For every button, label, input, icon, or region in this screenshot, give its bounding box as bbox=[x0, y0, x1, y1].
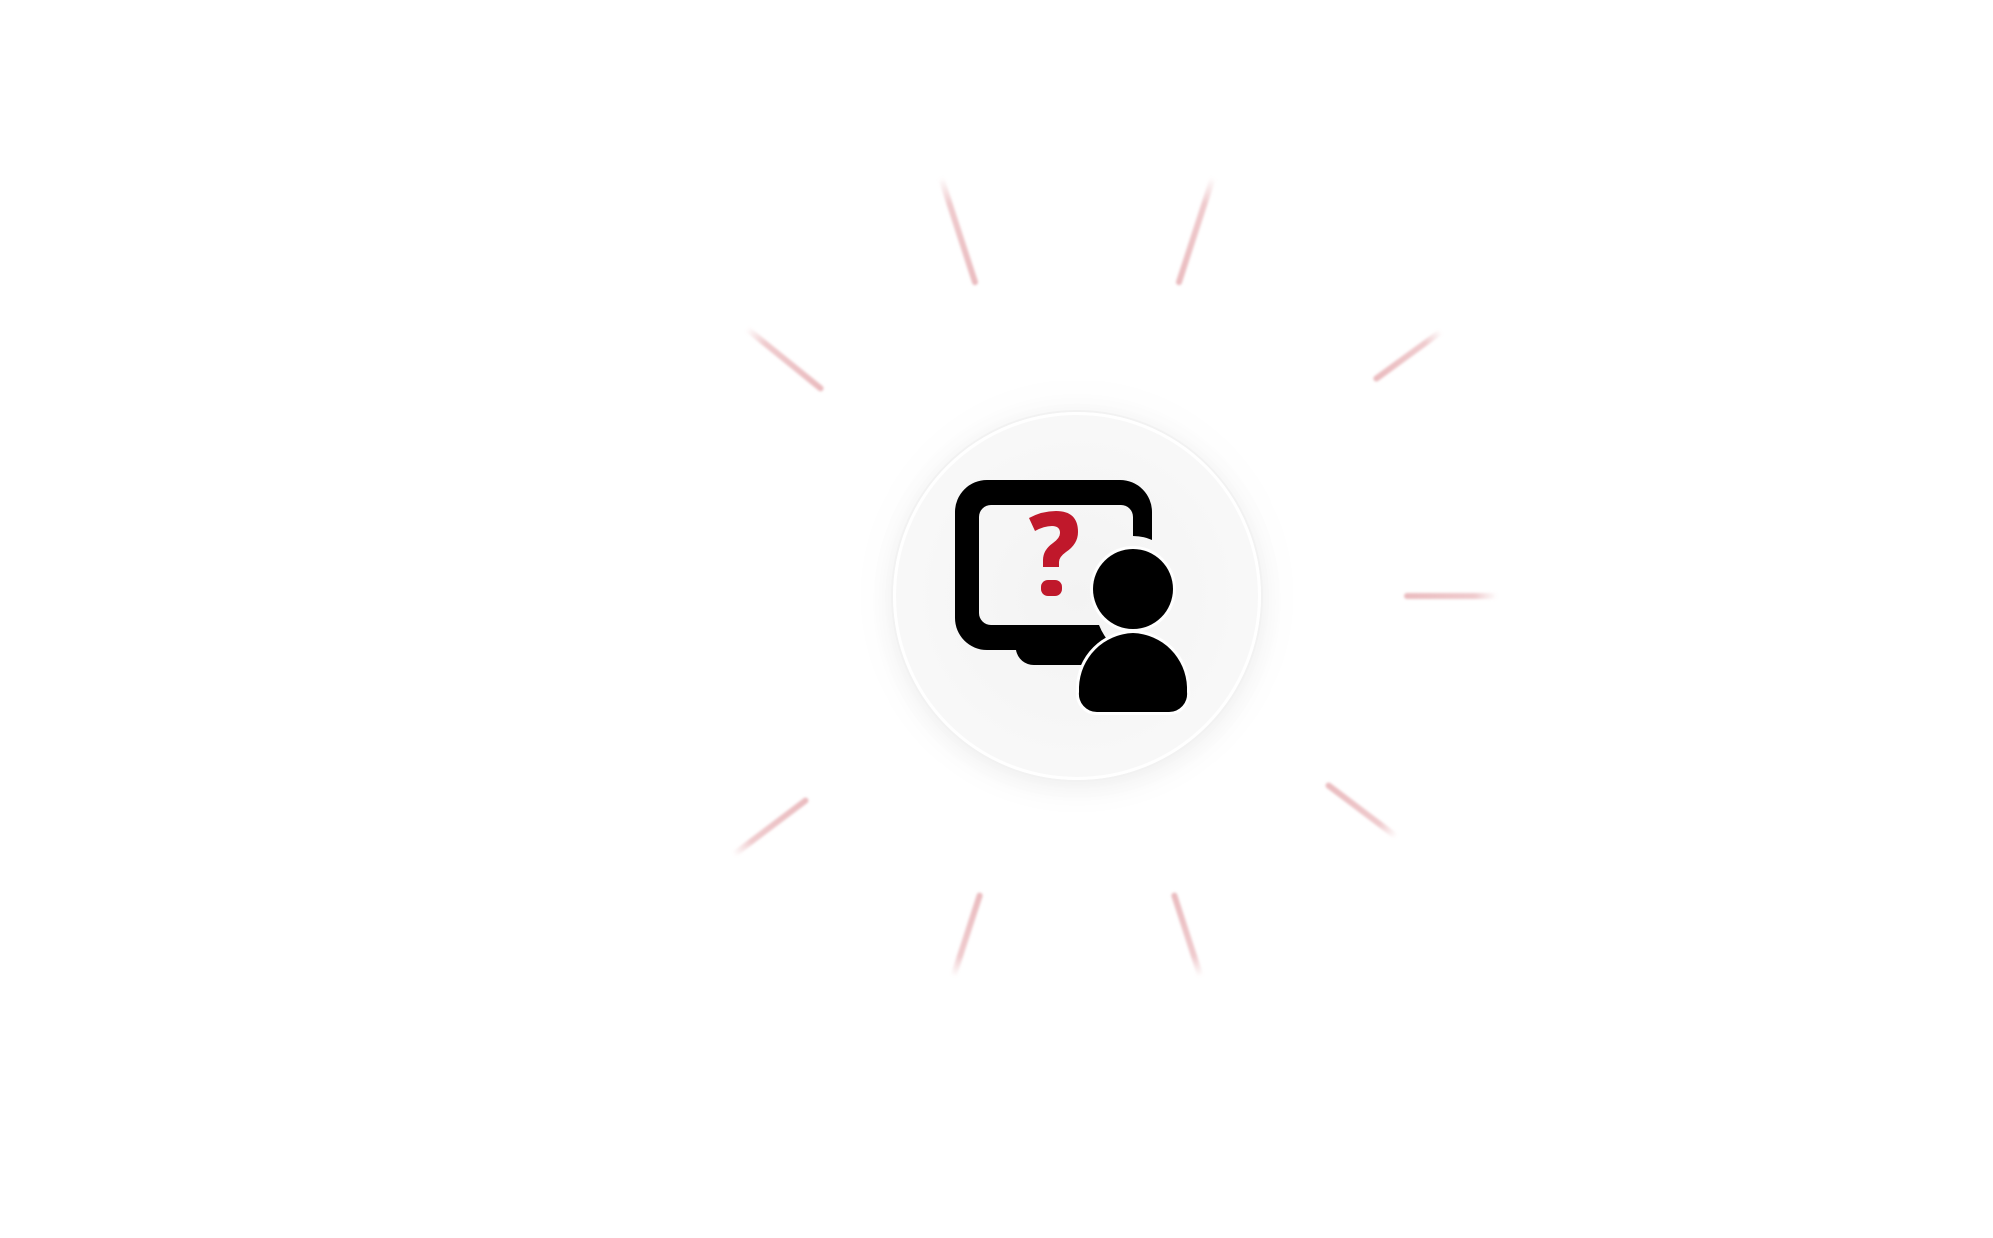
decorative-ray bbox=[1175, 174, 1216, 286]
decorative-ray bbox=[1171, 892, 1204, 980]
decorative-ray bbox=[743, 325, 824, 392]
icon-badge-circle bbox=[893, 412, 1261, 780]
decorative-ray bbox=[938, 174, 979, 286]
decorative-ray bbox=[1325, 782, 1400, 840]
question-mark-icon bbox=[1029, 511, 1078, 596]
decorative-ray bbox=[1373, 328, 1445, 382]
decorative-ray bbox=[730, 797, 809, 858]
monitor-icon bbox=[955, 480, 1152, 666]
remote-support-icon bbox=[955, 480, 1191, 716]
person-icon bbox=[1075, 546, 1191, 716]
decorative-ray bbox=[950, 892, 983, 980]
